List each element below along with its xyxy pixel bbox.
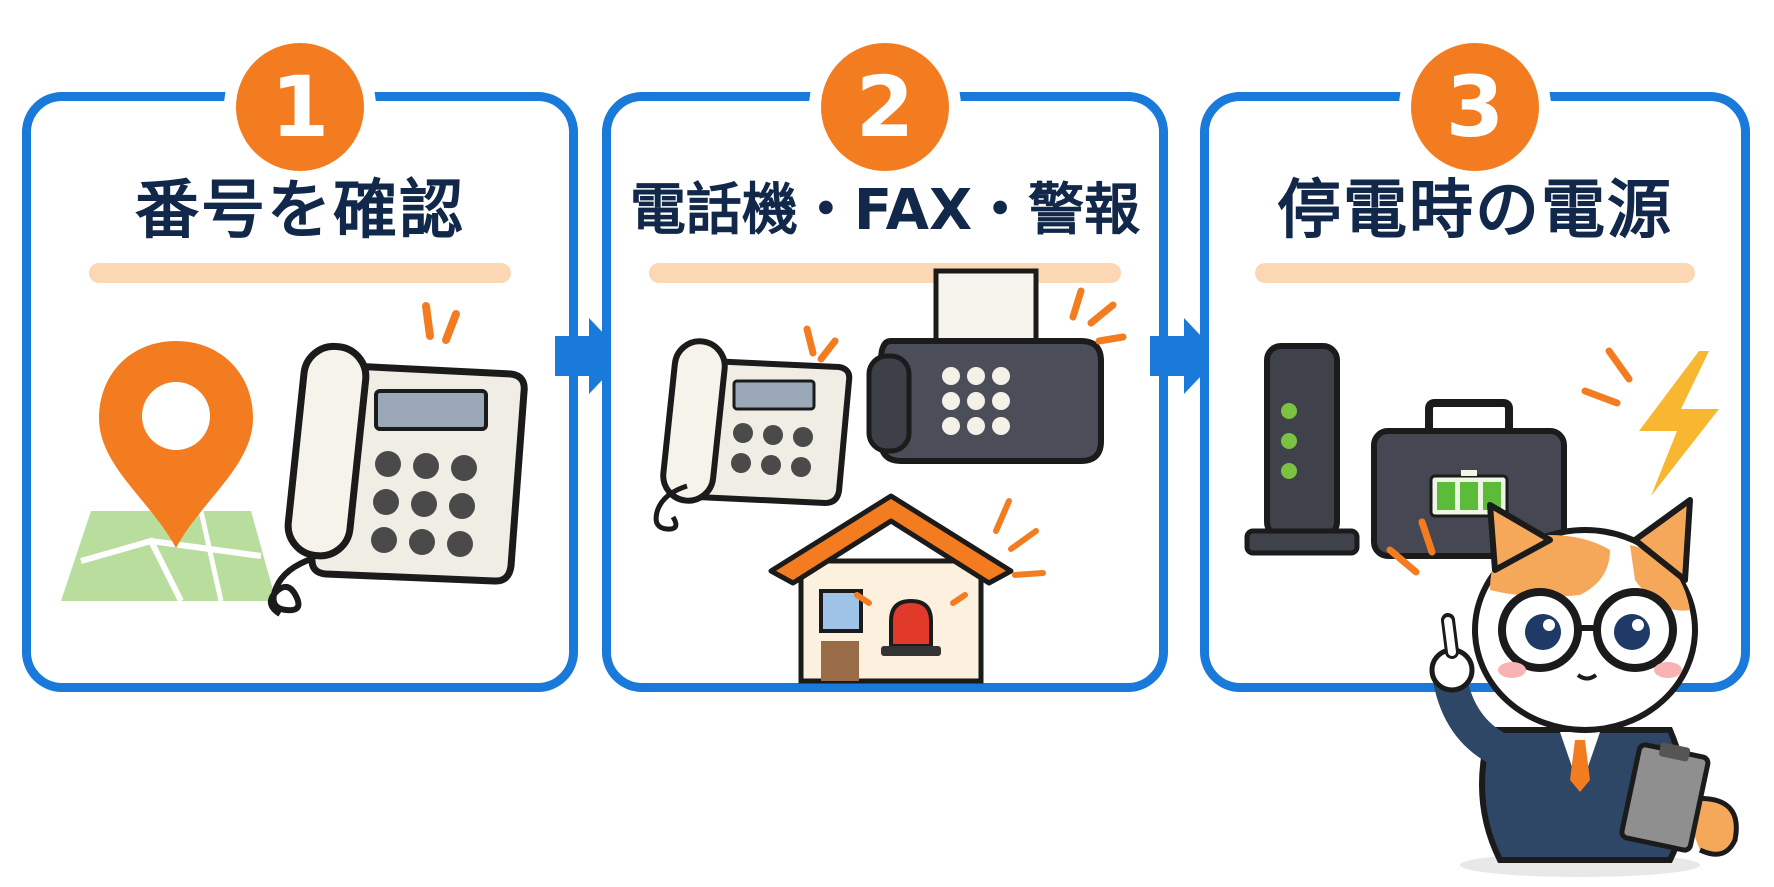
desk-phone-icon xyxy=(267,302,528,617)
step-3-title: 停電時の電源 xyxy=(1277,174,1673,248)
step-3-badge: 3 xyxy=(1399,31,1551,183)
step-3-underline xyxy=(1255,263,1695,283)
next-step-arrow-2 xyxy=(1150,318,1220,394)
next-step-arrow-1 xyxy=(555,318,625,394)
house-alarm-icon xyxy=(768,493,1046,684)
location-pin-icon xyxy=(99,341,253,548)
step-1-title: 番号を確認 xyxy=(135,174,465,248)
lightning-icon xyxy=(1581,347,1719,496)
step-1-underline xyxy=(89,263,511,283)
cat-mascot xyxy=(1386,497,1739,877)
step-3-panel: 3 停電時の電源 xyxy=(1200,31,1750,692)
step-1-badge: 1 xyxy=(224,31,376,183)
fax-machine-icon xyxy=(866,268,1127,464)
map-icon xyxy=(61,510,276,603)
step-2-title: 電話機・FAX・警報 xyxy=(629,178,1141,243)
step-1-panel: 1 番号を確認 xyxy=(22,31,578,692)
desk-phone-icon xyxy=(653,325,853,532)
router-icon xyxy=(1244,343,1360,556)
step-2-badge: 2 xyxy=(809,31,961,183)
step-2-panel: 2 電話機・FAX・警報 xyxy=(602,31,1168,692)
